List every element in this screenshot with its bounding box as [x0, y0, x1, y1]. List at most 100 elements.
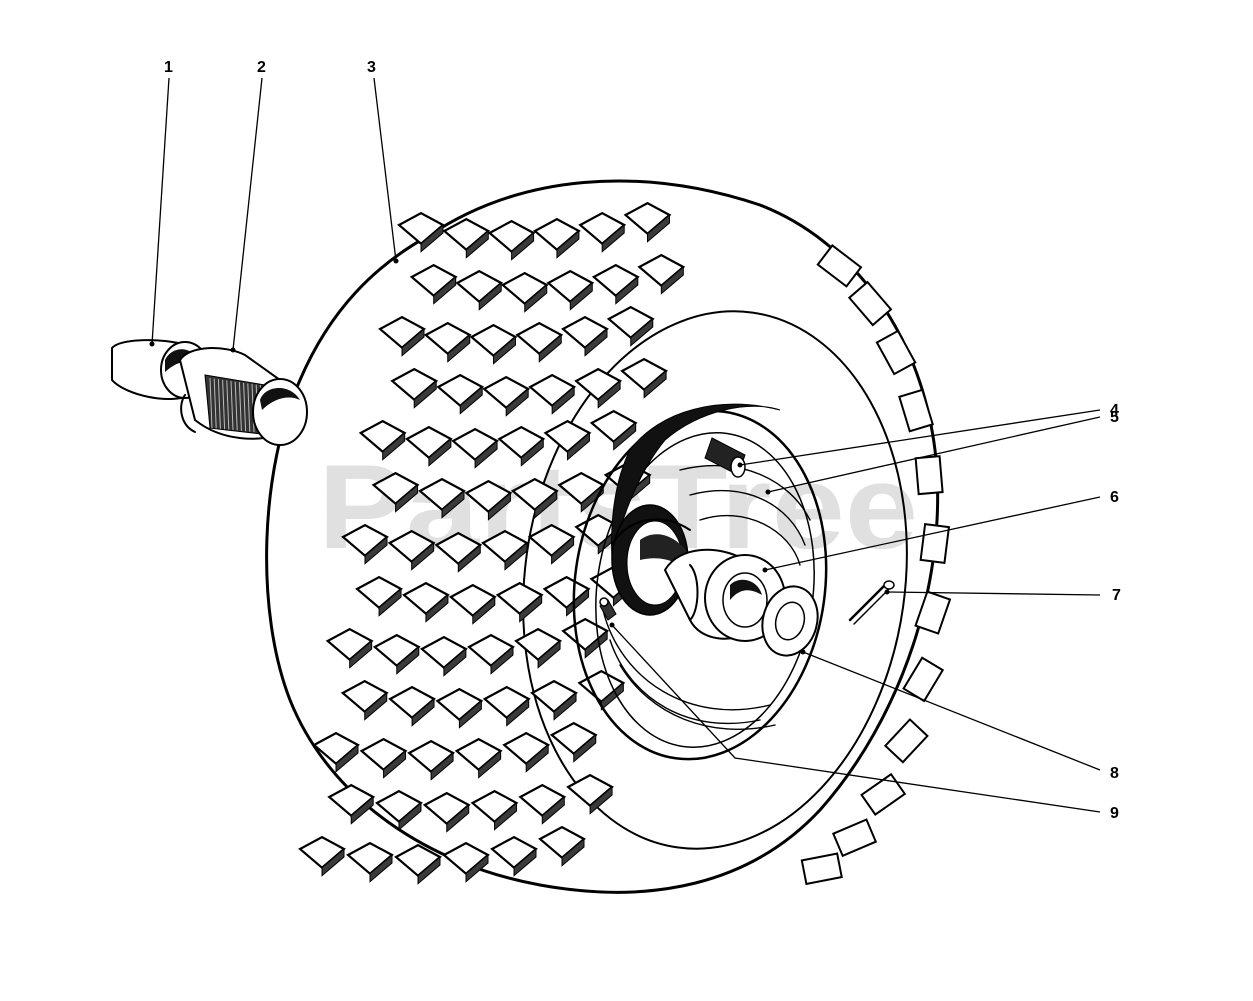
tread-block-shadow — [425, 593, 449, 623]
tire — [265, 179, 952, 894]
bearing-roller — [234, 381, 238, 431]
tread-block-shadow — [396, 645, 420, 675]
tread-block-shadow — [465, 853, 489, 883]
tread-block-shadow — [505, 387, 529, 417]
tread-block-shadow — [524, 283, 548, 313]
callout-8: 8 — [1110, 765, 1119, 782]
tread-block-shadow — [643, 369, 667, 399]
wheel-rim — [572, 403, 828, 761]
tread-block-shadow — [584, 629, 608, 659]
tread-block-shadow — [553, 691, 577, 721]
tread-block-shadow — [569, 281, 593, 311]
tread-block-shadow — [573, 733, 597, 763]
tread-lug — [875, 329, 917, 376]
callout-3: 3 — [367, 59, 376, 76]
tread-block-shadow — [472, 595, 496, 625]
tread-block-shadow — [615, 275, 639, 305]
tread-block-shadow — [447, 333, 471, 363]
leader-line-4 — [739, 409, 1101, 466]
tread-block-shadow — [490, 645, 514, 675]
callout-5: 5 — [1110, 409, 1119, 426]
bearing-roller — [230, 380, 234, 431]
tread-block-shadow — [413, 379, 437, 409]
tread-block-shadow — [458, 699, 482, 729]
tread-block-shadow — [504, 541, 528, 571]
valve-stem — [704, 437, 746, 478]
tread-block-shadow — [457, 543, 481, 573]
tread-block-shadow — [493, 335, 516, 365]
sleeve-bushing — [111, 339, 210, 401]
callout-labels: 1 2 3 4 5 6 7 8 9 — [164, 59, 1121, 822]
callout-2: 2 — [257, 59, 266, 76]
tread-block-shadow — [428, 437, 452, 467]
tire-tread — [298, 201, 952, 886]
tread-lug — [919, 523, 951, 564]
tread-block-shadow — [478, 749, 502, 779]
leader-line-5 — [767, 416, 1101, 493]
tread-block-shadow — [566, 431, 590, 461]
hub-bearing — [178, 347, 308, 446]
tread-block-shadow — [597, 379, 621, 409]
tread-block-shadow — [335, 743, 359, 773]
leader-dots — [149, 258, 890, 655]
tread-block-shadow — [541, 795, 565, 825]
leader-lines — [151, 77, 1101, 813]
tread-lug — [883, 718, 929, 764]
tread-block-shadow — [401, 327, 425, 357]
tread-block-shadow — [551, 535, 575, 565]
tread-block-shadow — [511, 231, 535, 261]
tread-block-shadow — [537, 639, 561, 669]
tread-lug — [902, 656, 945, 703]
tread-block-shadow — [519, 593, 543, 623]
leader-line-6 — [764, 496, 1101, 571]
tread-block-shadow — [364, 535, 388, 565]
callout-6: 6 — [1110, 489, 1119, 506]
tread-block-shadow — [647, 213, 670, 243]
tread-block-shadow — [465, 229, 489, 259]
tread-block-shadow — [630, 317, 654, 347]
tread-lug — [860, 772, 907, 816]
tread-block-shadow — [395, 483, 419, 513]
tread-block-shadow — [513, 847, 537, 877]
bearing-roller — [213, 378, 217, 429]
tread-lug — [898, 388, 934, 433]
tread-block-shadow — [589, 785, 613, 815]
tread-lug — [847, 280, 893, 327]
tread-block-shadow — [420, 223, 444, 253]
bearing-roller — [243, 382, 247, 432]
tread-block-shadow — [430, 751, 454, 781]
tread-block-shadow — [398, 801, 422, 831]
leader-line-3 — [373, 77, 397, 262]
tread-block-shadow — [446, 803, 470, 833]
tread-block-shadow — [613, 421, 637, 451]
bearing-roller — [247, 383, 251, 432]
callout-9: 9 — [1110, 805, 1119, 822]
tread-block-shadow — [383, 749, 407, 779]
tread-block-shadow — [378, 587, 402, 617]
tread-block-shadow — [382, 431, 406, 461]
leader-line-7 — [886, 591, 1101, 596]
tread-lug — [800, 852, 843, 886]
tread-block-shadow — [474, 439, 498, 469]
tread-lug — [831, 818, 878, 858]
flat-washer — [761, 585, 819, 657]
tread-block-shadow — [487, 491, 511, 521]
bearing-roller — [209, 377, 213, 429]
tread-block-shadow — [443, 647, 467, 677]
tread-block-shadow — [433, 275, 457, 305]
bearing-roller — [217, 379, 221, 429]
cotter-pin — [848, 580, 895, 625]
leader-line-8 — [802, 651, 1101, 771]
tread-block-shadow — [566, 587, 590, 617]
callout-4: 4 — [1110, 402, 1119, 419]
tread-block-shadow — [441, 489, 465, 519]
tread-block-shadow — [494, 801, 518, 831]
tread-block-shadow — [538, 333, 562, 363]
tread-block-shadow — [506, 697, 530, 727]
tread-block-shadow — [580, 483, 604, 513]
tread-block-shadow — [350, 795, 374, 825]
tread-block-shadow — [411, 697, 435, 727]
grease-fitting — [599, 597, 617, 621]
tread-block-shadow — [364, 691, 388, 721]
